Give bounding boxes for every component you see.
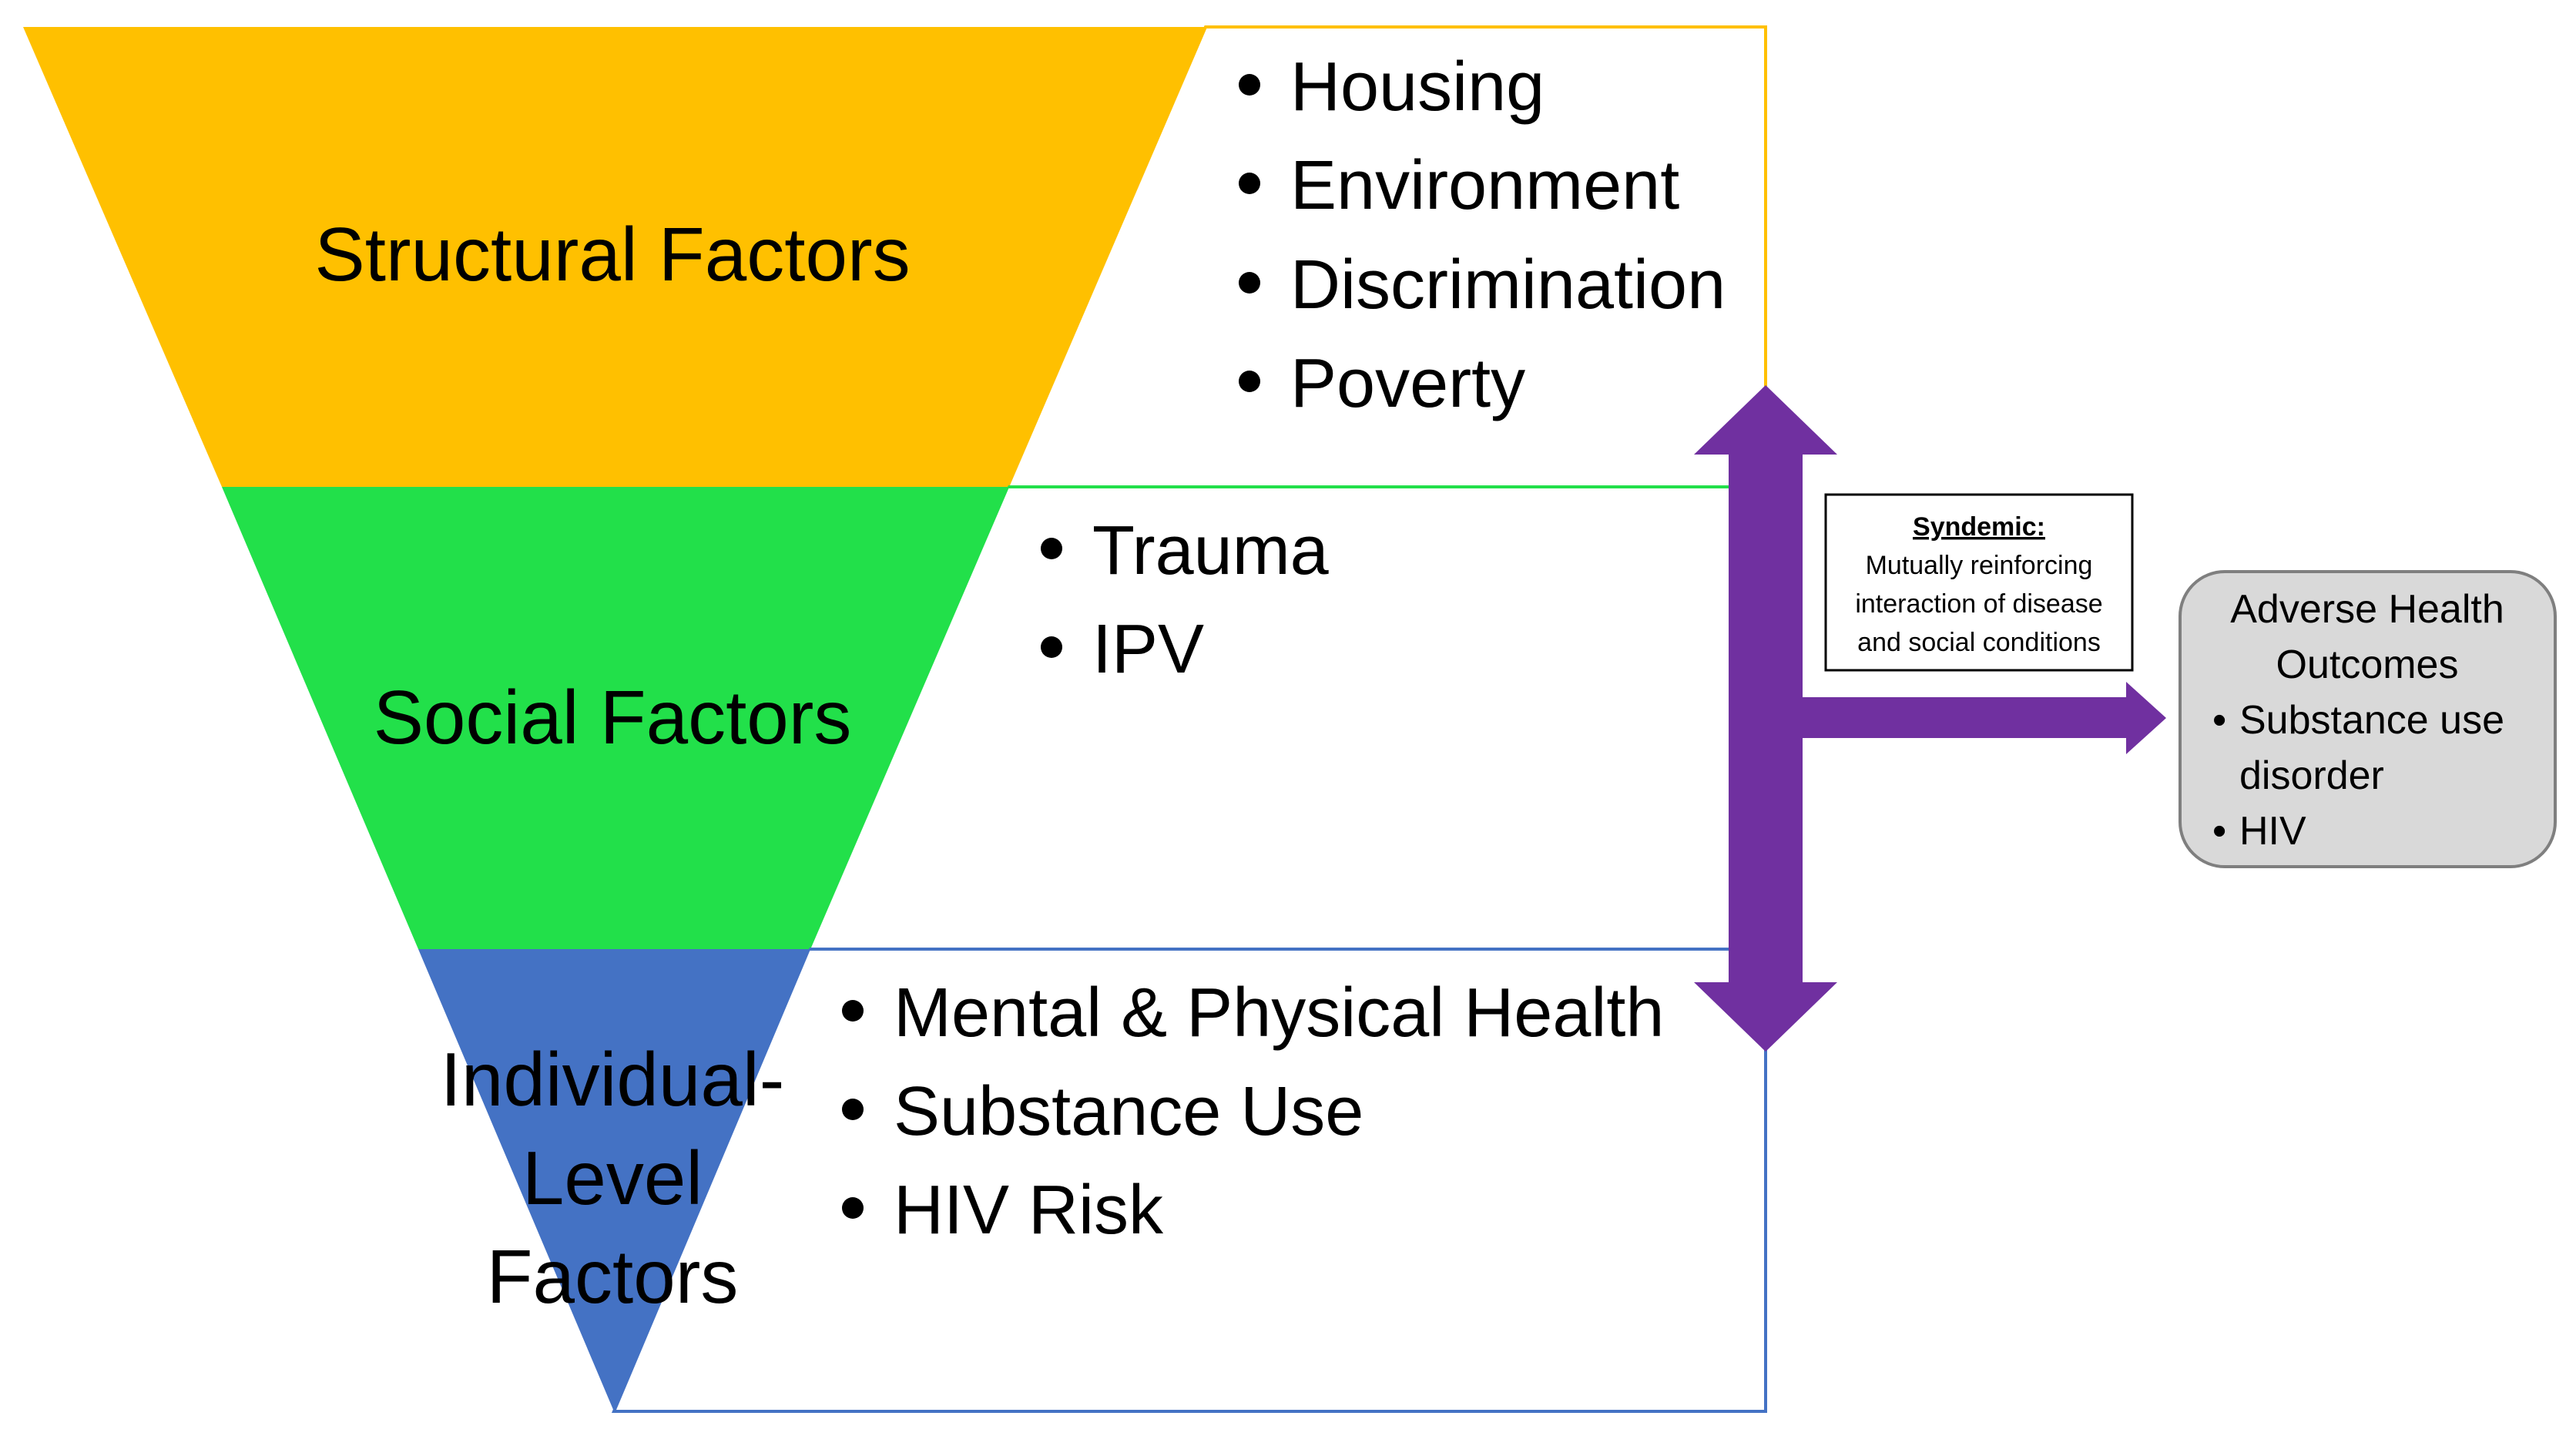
structural-factors-tier [23,27,1206,487]
bullet-dot [1041,636,1062,658]
structural-factors-label: Structural Factors [314,212,910,297]
adverse-outcomes-box [2179,570,2557,868]
outcomes-title-line-2: Outcomes [2276,643,2459,687]
bullet-dot [1041,538,1062,559]
syndemic-title: Syndemic: [1913,512,2045,542]
bullet-dot [842,1197,864,1219]
outcome-item-hiv: HIV [2239,809,2306,854]
syndemic-line-2: interaction of disease [1855,589,2102,619]
bullet-dot [1239,371,1260,392]
structural-item-poverty: Poverty [1290,345,1525,422]
individual-item-mental-physical-health: Mental & Physical Health [894,975,1664,1052]
bullet-dot [1239,272,1260,294]
individual-factors-label-line-1: Individual- [441,1037,785,1122]
syndemic-arrow-horizontal-head [1803,682,2166,754]
individual-level-factors-tier [418,949,809,1411]
bullet-dot [842,1099,864,1120]
individual-item-hiv-risk: HIV Risk [894,1172,1164,1249]
individual-factors-label-line-3: Factors [487,1234,739,1319]
social-item-trauma: Trauma [1092,512,1330,589]
outcome-item-substance-use-line-1: Substance use [2239,698,2504,743]
outcome-item-substance-use-line-2: disorder [2239,753,2384,798]
syndemic-arrow-vertical-double-head [1694,385,1837,1052]
individual-item-substance-use: Substance Use [894,1073,1363,1150]
bullet-dot [1239,74,1260,96]
structural-item-housing: Housing [1290,49,1545,126]
outcome-bullet: • [2212,809,2226,854]
social-factors-tier [222,487,1008,949]
syndemic-definition-box [1824,493,2134,672]
social-factors-label: Social Factors [374,675,852,760]
outcomes-title-line-1: Adverse Health [2230,587,2504,632]
outcome-bullet: • [2212,698,2226,743]
social-item-ipv: IPV [1092,611,1204,688]
bullet-dot [1239,173,1260,194]
syndemic-line-1: Mutually reinforcing [1866,551,2093,580]
structural-item-environment: Environment [1290,147,1679,224]
syndemic-line-3: and social conditions [1857,628,2101,657]
structural-item-discrimination: Discrimination [1290,247,1726,324]
bullet-dot [842,1000,864,1022]
individual-factors-label-line-2: Level [522,1136,703,1220]
